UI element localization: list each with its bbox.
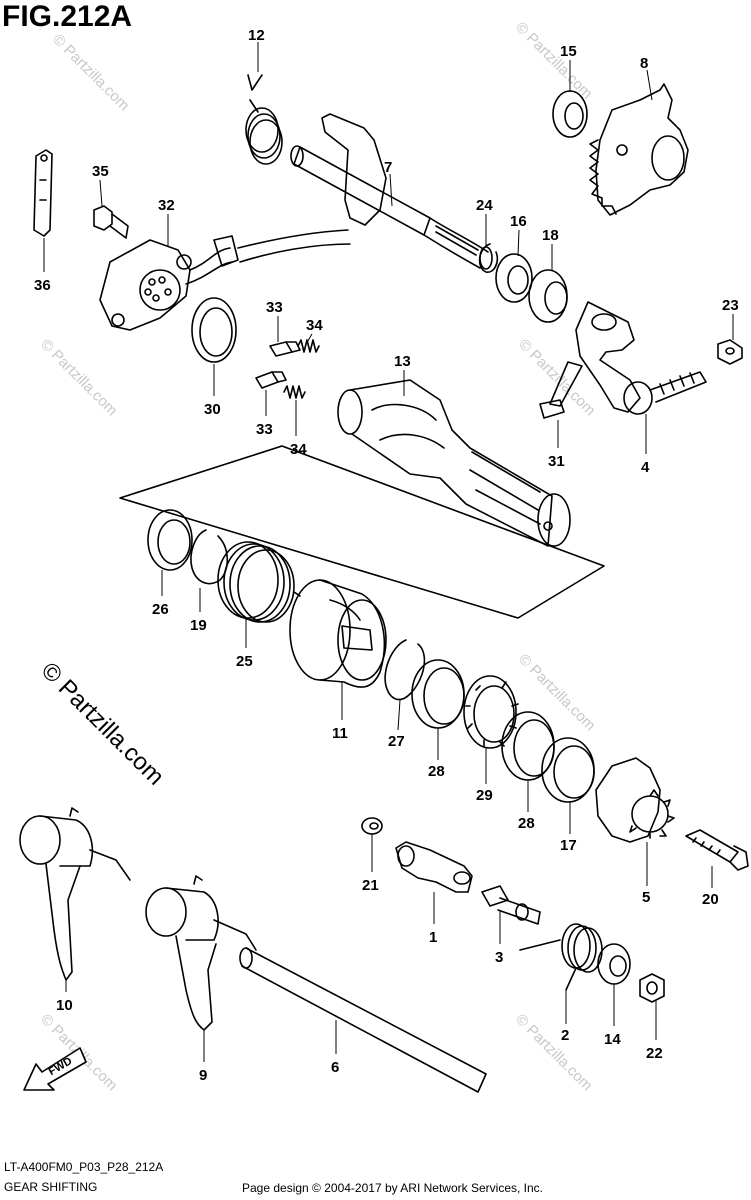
watermark-repeat: © Partzilla.com [49, 31, 132, 114]
callout-29: 29 [476, 787, 493, 804]
callout-14: 14 [604, 1031, 621, 1048]
callout-15: 15 [560, 43, 577, 60]
model-code: LT-A400FM0_P03_P28_212A [4, 1160, 164, 1174]
part-10-shift-fork [19, 807, 131, 981]
callout-1: 1 [429, 929, 437, 946]
callout-13: 13 [394, 353, 411, 370]
part-31-bolt [539, 361, 583, 419]
callout-4: 4 [641, 459, 650, 476]
callout-20: 20 [702, 891, 719, 908]
figure-title: FIG.212A [2, 0, 133, 33]
part-7-shift-shaft [290, 113, 493, 270]
part-5-shift-stopper [595, 757, 675, 843]
callout-34: 34 [290, 441, 307, 458]
callout-22: 22 [646, 1045, 663, 1062]
callout-36: 36 [34, 277, 51, 294]
part-26-washer [147, 509, 193, 571]
part-14-washer [597, 943, 631, 985]
part-19-circlip [190, 529, 229, 585]
part-2-stopper-spring [519, 923, 603, 991]
part-25-return-spring [217, 541, 301, 623]
part-33-contact-pin [269, 341, 301, 357]
callout-10: 10 [56, 997, 73, 1014]
watermark-repeat: © Partzilla.com [512, 1011, 595, 1094]
part-1-stopper-arm [395, 841, 473, 893]
watermark-repeat: © Partzilla.com [515, 336, 598, 419]
callout-28: 28 [428, 763, 445, 780]
subassembly-dash [119, 445, 283, 499]
callout-18: 18 [542, 227, 559, 244]
callout-9: 9 [199, 1067, 207, 1084]
part-28-washer [501, 711, 555, 781]
callout-2: 2 [561, 1027, 569, 1044]
watermark-main: © Partzilla.com [36, 657, 169, 790]
callout-35: 35 [92, 163, 109, 180]
callout-34: 34 [306, 317, 323, 334]
part-18-oil-seal [528, 269, 568, 323]
part-12-spring [245, 74, 283, 165]
callout-6: 6 [331, 1059, 339, 1076]
callout-17: 17 [560, 837, 577, 854]
subassembly-outline [119, 445, 605, 619]
callout-7: 7 [384, 159, 392, 176]
part-20-bolt [685, 829, 749, 871]
part-6-fork-shaft [239, 947, 487, 1093]
part-35-bolt [93, 205, 129, 239]
callout-5: 5 [642, 889, 650, 906]
part-34-spring [297, 339, 320, 353]
leader-lines [43, 42, 734, 1062]
callout-32: 32 [158, 197, 175, 214]
part-11-cam-drum [289, 579, 387, 688]
callout-3: 3 [495, 949, 503, 966]
part-16-washer [495, 253, 533, 303]
part-29-stopper-plate [463, 675, 519, 749]
part-21-washer [361, 817, 383, 835]
callout-25: 25 [236, 653, 253, 670]
callout-33: 33 [266, 299, 283, 316]
callout-24: 24 [476, 197, 493, 214]
callout-labels: 12 15 8 7 35 32 24 16 18 36 23 33 34 13 … [34, 27, 739, 1084]
part-24-circlip [478, 243, 499, 273]
callout-27: 27 [388, 733, 405, 750]
part-4-shift-arm [575, 301, 707, 415]
part-36-wire-clamp [33, 149, 53, 237]
callout-30: 30 [204, 401, 221, 418]
fwd-arrow-icon [23, 1047, 87, 1091]
part-23-nut [717, 339, 743, 365]
watermark-repeat: © Partzilla.com [37, 336, 120, 419]
callout-12: 12 [248, 27, 265, 44]
callout-28: 28 [518, 815, 535, 832]
callout-11: 11 [332, 725, 348, 742]
part-9-shift-fork [145, 875, 257, 1031]
callout-19: 19 [190, 617, 207, 634]
part-34-spring [283, 385, 306, 399]
part-22-nut [639, 973, 665, 1003]
callout-26: 26 [152, 601, 169, 618]
part-30-o-ring [191, 297, 237, 363]
watermark-repeats: © Partzilla.com © Partzilla.com © Partzi… [37, 19, 598, 1094]
part-27-circlip [384, 639, 426, 701]
part-32-gear-position-switch [99, 229, 351, 331]
part-28-washer [411, 659, 465, 729]
callout-16: 16 [510, 213, 527, 230]
callout-21: 21 [362, 877, 379, 894]
part-17-washer [541, 737, 595, 803]
part-15-oil-seal [552, 90, 588, 138]
callout-23: 23 [722, 297, 739, 314]
section-name: GEAR SHIFTING [4, 1180, 98, 1194]
callout-33: 33 [256, 421, 273, 438]
part-33-contact-pin [255, 371, 287, 389]
callout-8: 8 [640, 55, 648, 72]
callout-31: 31 [548, 453, 565, 470]
copyright-notice: Page design © 2004-2017 by ARI Network S… [242, 1181, 544, 1195]
part-8-shift-sector [589, 83, 689, 216]
watermark-repeat: © Partzilla.com [512, 19, 595, 102]
part-3-bolt [481, 885, 541, 925]
part-13-shift-cam [337, 379, 571, 547]
